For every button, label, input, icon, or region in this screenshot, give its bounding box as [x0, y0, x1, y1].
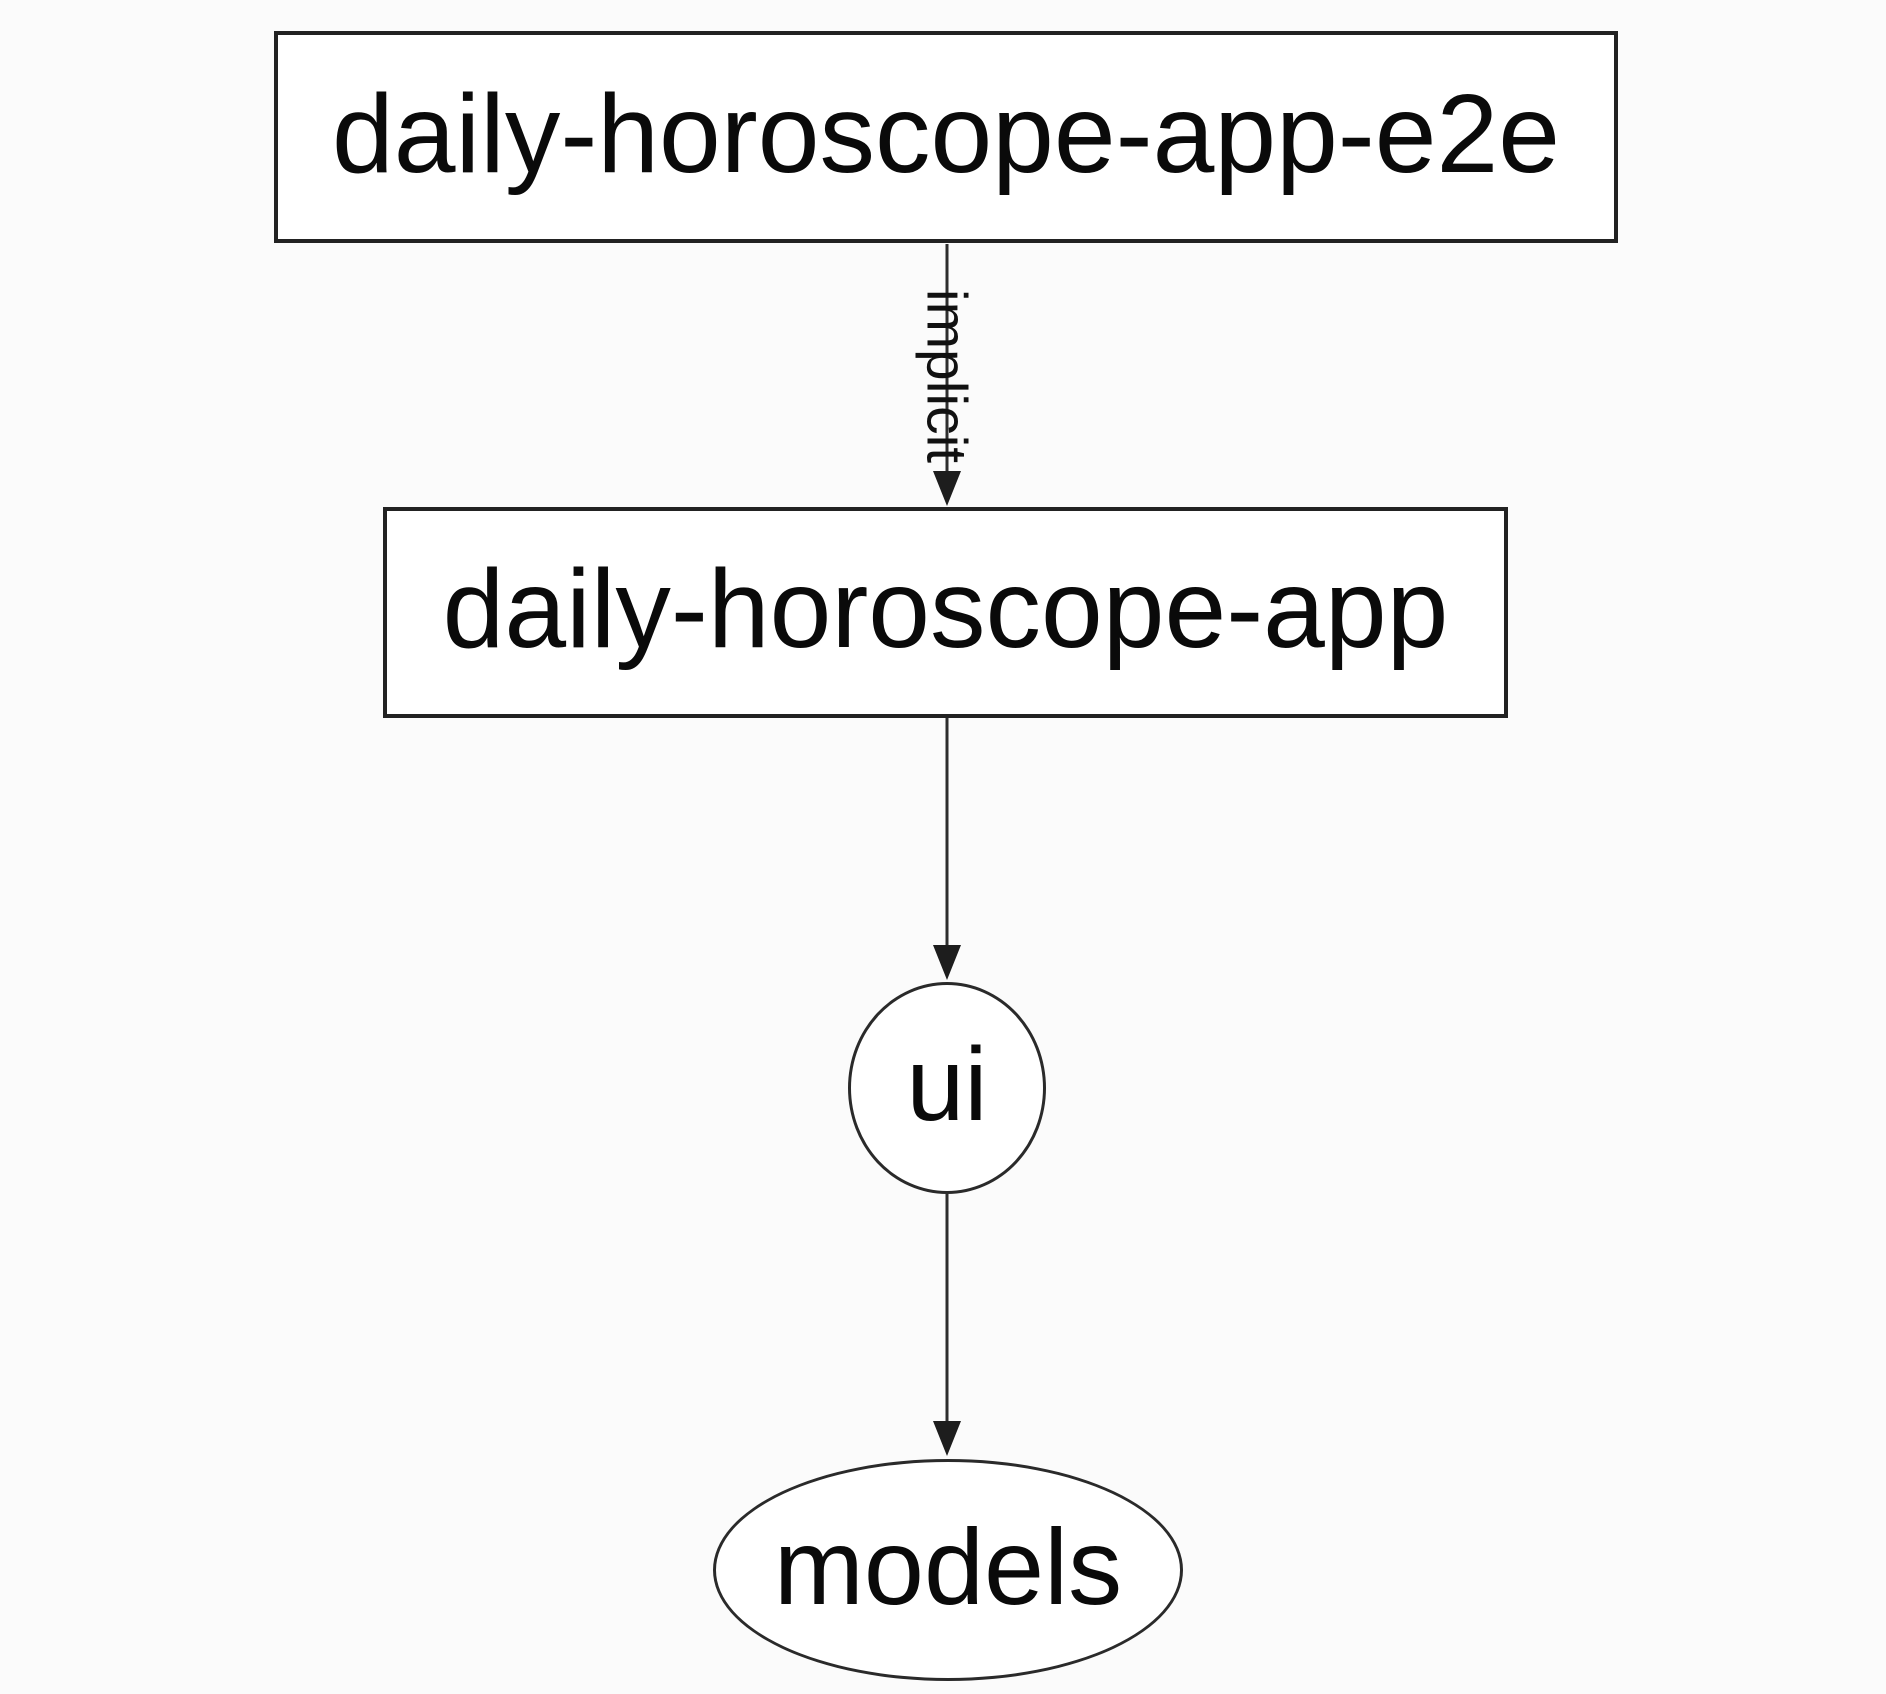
edge-label-implicit: implicit	[914, 288, 979, 464]
node-label-ui: ui	[906, 1027, 988, 1143]
node-daily-horoscope-app[interactable]: daily-horoscope-app	[383, 507, 1508, 718]
node-models[interactable]: models	[713, 1459, 1183, 1681]
node-label-daily-horoscope-app: daily-horoscope-app	[442, 547, 1449, 671]
node-label-models: models	[773, 1506, 1123, 1627]
edge-ui-to-models-arrowhead-icon	[933, 1421, 961, 1456]
edge-app-to-ui-arrowhead-icon	[933, 945, 961, 980]
edge-e2e-to-app-arrowhead-icon	[933, 471, 961, 506]
node-ui[interactable]: ui	[848, 982, 1046, 1194]
node-label-daily-horoscope-app-e2e: daily-horoscope-app-e2e	[332, 71, 1560, 196]
node-daily-horoscope-app-e2e[interactable]: daily-horoscope-app-e2e	[274, 31, 1618, 243]
